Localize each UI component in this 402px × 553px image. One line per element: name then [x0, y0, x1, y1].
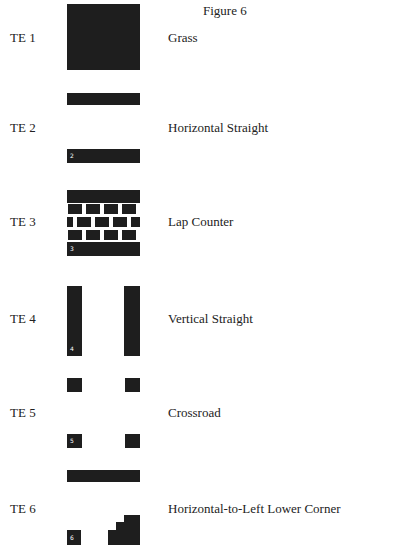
- figure-title: Figure 6: [203, 4, 247, 18]
- tile-name: Vertical Straight: [168, 312, 253, 326]
- tile-id: TE 5: [10, 406, 36, 420]
- tile-name: Crossroad: [168, 406, 221, 420]
- tile-name: Horizontal-to-Left Lower Corner: [168, 502, 341, 516]
- tile-number: 5: [70, 438, 74, 445]
- grass-tile: [67, 4, 140, 70]
- tile-name: Grass: [168, 31, 198, 45]
- corner-tile: [67, 470, 140, 545]
- tile-name: Horizontal Straight: [168, 121, 268, 135]
- vertical-straight-tile: [67, 286, 140, 356]
- horizontal-straight-tile: [67, 93, 140, 163]
- tile-number: 2: [70, 153, 74, 160]
- tile-name: Lap Counter: [168, 215, 233, 229]
- tile-id: TE 4: [10, 312, 36, 326]
- tile-number: 3: [70, 246, 74, 253]
- tile-number: 4: [70, 346, 74, 353]
- lap-counter-tile: [67, 190, 140, 256]
- tile-id: TE 1: [10, 31, 36, 45]
- tile-id: TE 6: [10, 502, 36, 516]
- tile-number: 6: [70, 535, 74, 542]
- crossroad-tile: [67, 378, 140, 448]
- tile-id: TE 3: [10, 215, 36, 229]
- tile-id: TE 2: [10, 121, 36, 135]
